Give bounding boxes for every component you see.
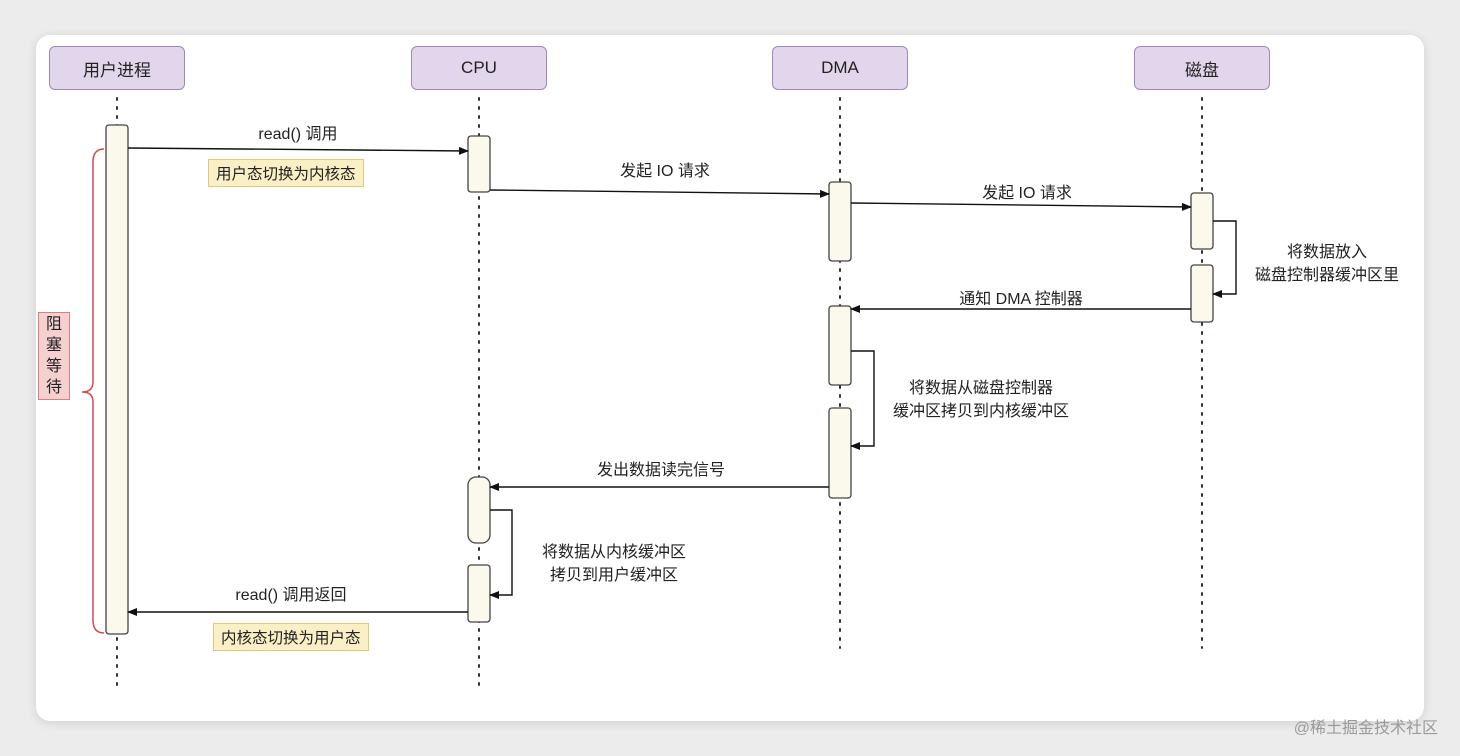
label-disk-buffer: 将数据放入 磁盘控制器缓冲区里	[1254, 244, 1400, 284]
label-read-complete: 发出数据读完信号	[596, 462, 726, 479]
activation-user-process	[105, 124, 129, 635]
arrow-cpu-io-request	[489, 189, 830, 198]
activation-cpu-1	[467, 135, 491, 193]
blocking-label: 阻 塞 等 待	[38, 312, 70, 400]
label-read-call: read() 调用	[258, 126, 338, 143]
label-read-return: read() 调用返回	[235, 587, 347, 604]
participant-dma: DMA	[772, 46, 908, 90]
activation-cpu-2	[467, 476, 491, 544]
tag-user-to-kernel: 用户态切换为内核态	[208, 159, 364, 187]
activation-dma-3	[828, 407, 852, 499]
label-notify-dma: 通知 DMA 控制器	[959, 291, 1083, 308]
blocking-bracket	[81, 148, 105, 634]
participant-cpu: CPU	[411, 46, 547, 90]
arrow-dma-self	[850, 350, 875, 450]
activation-cpu-3	[467, 564, 491, 623]
label-copy-to-kernel: 将数据从磁盘控制器 缓冲区拷贝到内核缓冲区	[892, 380, 1070, 420]
arrow-cpu-self	[489, 509, 513, 599]
tag-kernel-to-user: 内核态切换为用户态	[213, 623, 369, 651]
arrow-dma-io-request	[850, 202, 1192, 211]
participant-user-process: 用户进程	[49, 46, 185, 90]
watermark: @稀土掘金技术社区	[1293, 720, 1438, 737]
label-cpu-io-request: 发起 IO 请求	[620, 163, 710, 180]
activation-disk-2	[1190, 264, 1214, 323]
participant-disk: 磁盘	[1134, 46, 1270, 90]
activation-disk-1	[1190, 192, 1214, 250]
arrow-read-call	[127, 146, 469, 155]
activation-dma-1	[828, 181, 852, 262]
arrow-disk-self	[1212, 220, 1237, 298]
label-copy-to-user: 将数据从内核缓冲区 拷贝到用户缓冲区	[541, 544, 687, 584]
activation-dma-2	[828, 305, 852, 386]
label-dma-io-request: 发起 IO 请求	[982, 185, 1072, 202]
